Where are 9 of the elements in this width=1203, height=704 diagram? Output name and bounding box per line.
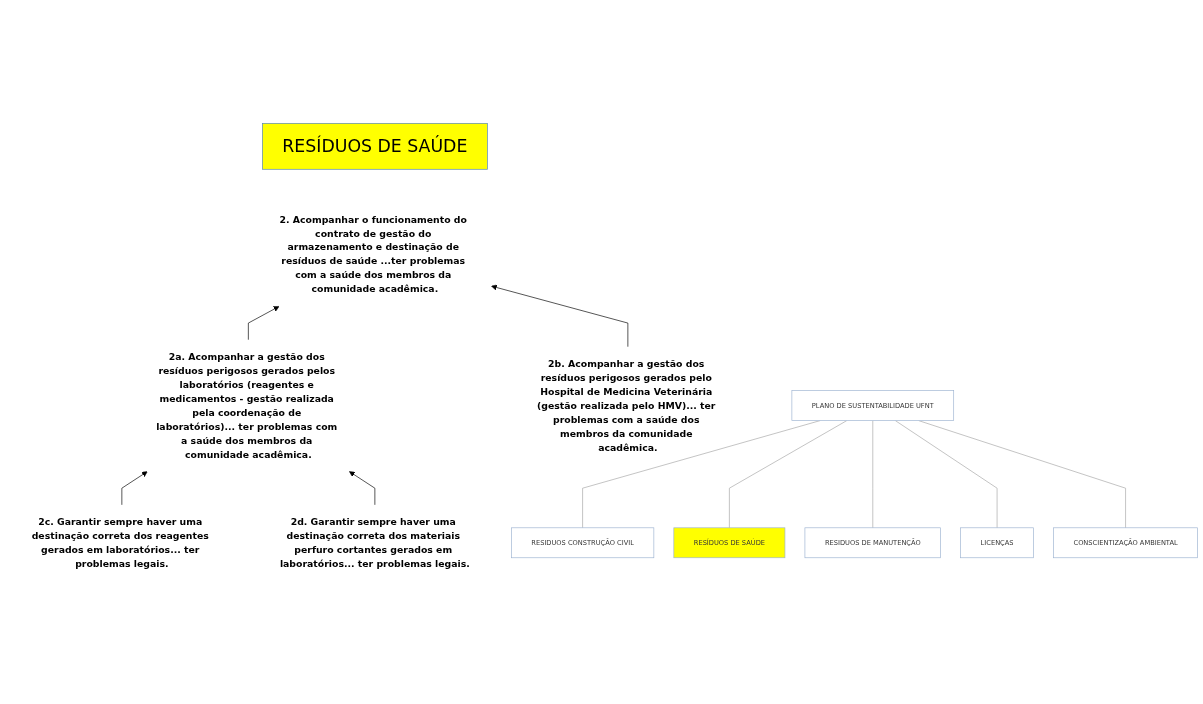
connector [729, 420, 848, 529]
node-text: 2a. Acompanhar a gestão dos resíduos perigosos gerados pelos laboratórios (reagentes e medicamentos - gestão realizada pela coordenação de laboratórios)... ter problemas com a saúde dos membros da comunidade acadêmica. [156, 351, 338, 460]
connector [895, 420, 998, 529]
node-text: 2d. Garantir sempre haver uma destinação correta dos materiais perfuro cortantes gerados em laboratórios... ter problemas legais. [279, 516, 470, 569]
node-text: 2. Acompanhar o funcionamento do contrato de gestão do armazenamento e destinação de resíduos de saúde ...ter problemas com a saúde dos membros da comunidade acadêmica. [279, 213, 467, 295]
node-text: 2b. Acompanhar a gestão dos resíduos perigosos gerados pelo Hospital de Medicina Veterinária (gestão realizada pelo HMV)... ter problemas com a saúde dos membros da comunidade acadêmica. [537, 357, 716, 453]
connector [872, 420, 874, 529]
node-text: 2c. Garantir sempre haver uma destinação correta dos reagentes gerados em laboratórios... ter problemas legais. [31, 516, 209, 569]
node-box: RESÍDUOS DE SAÚDE [262, 122, 488, 170]
